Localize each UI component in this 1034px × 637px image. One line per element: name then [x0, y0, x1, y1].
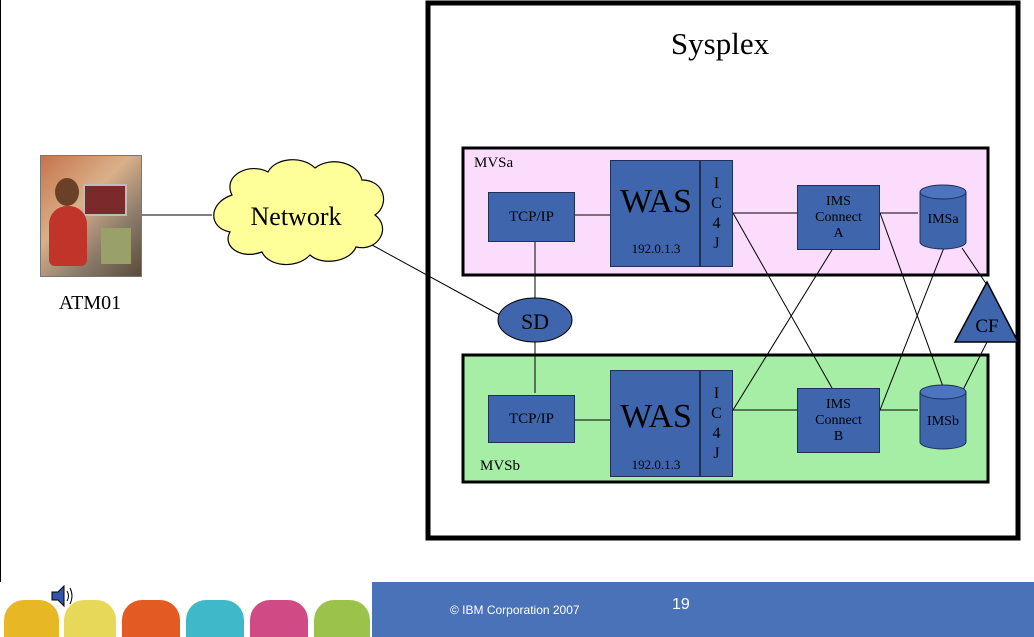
ims-b-database: IMSb — [919, 384, 967, 450]
ims-connect-b-box: IMS Connect B — [797, 388, 880, 453]
person-photo — [4, 600, 59, 637]
footer-page-number: 19 — [672, 596, 690, 613]
footer-copyright: © IBM Corporation 2007 — [450, 603, 580, 617]
network-cloud — [213, 159, 385, 266]
mvsa-was-ip: 192.0.1.3 — [631, 241, 681, 256]
person-photo — [122, 600, 180, 637]
cf-label: CF — [975, 316, 998, 337]
ic4j-letter: I — [713, 175, 720, 192]
svg-text:IMSa: IMSa — [927, 212, 959, 227]
mvsa-was-label: WAS — [620, 183, 692, 220]
mvsb-label: MVSb — [480, 458, 521, 474]
sysplex-title: Sysplex — [670, 26, 770, 61]
ic4j-letter: C — [711, 405, 722, 422]
mvsb-was-label: WAS — [620, 398, 692, 435]
person-photo — [250, 600, 308, 637]
mvsb-ic4j-box: I C 4 J — [700, 370, 733, 477]
speaker-icon[interactable] — [49, 584, 75, 608]
mvsa-was-box: WAS 192.0.1.3 — [610, 160, 700, 267]
ims-connect-line: B — [833, 428, 844, 444]
ims-connect-a-box: IMS Connect A — [797, 185, 880, 250]
ic4j-letter: J — [713, 445, 720, 462]
mvsa-ic4j-box: I C 4 J — [700, 160, 733, 267]
ims-a-database: IMSa — [919, 184, 967, 250]
mvsb-tcpip-box: TCP/IP — [488, 395, 575, 443]
cf-node — [953, 280, 1020, 343]
connection-lines — [140, 212, 988, 421]
slide-frame — [0, 0, 1, 582]
ims-connect-line: Connect — [815, 412, 862, 428]
ic4j-letter: J — [713, 235, 720, 252]
ims-connect-line: A — [833, 225, 844, 241]
atm-label: ATM01 — [58, 292, 122, 314]
person-photo — [186, 600, 244, 637]
architecture-diagram: Network SD CF IMSa IMSb — [140, 0, 1021, 541]
mvsb-was-box: WAS 192.0.1.3 — [610, 370, 700, 477]
person-photo — [64, 600, 116, 637]
ims-connect-line: Connect — [815, 209, 862, 225]
ic4j-letter: I — [713, 385, 720, 402]
atm-photo — [40, 155, 142, 277]
mvsb-was-ip: 192.0.1.3 — [631, 457, 681, 472]
svg-text:IMSb: IMSb — [927, 414, 959, 429]
ims-connect-line: IMS — [826, 396, 851, 412]
ims-connect-line: IMS — [826, 193, 851, 209]
sd-label: SD — [521, 309, 549, 334]
ic4j-letter: 4 — [712, 425, 721, 442]
footer-people-strip — [0, 582, 372, 637]
ic4j-letter: 4 — [712, 215, 721, 232]
sd-node — [497, 297, 573, 343]
network-label: Network — [251, 202, 342, 231]
person-photo — [314, 600, 370, 637]
mvsa-tcpip-box: TCP/IP — [488, 192, 575, 242]
ic4j-letter: C — [711, 195, 722, 212]
mvsa-label: MVSa — [474, 155, 514, 171]
